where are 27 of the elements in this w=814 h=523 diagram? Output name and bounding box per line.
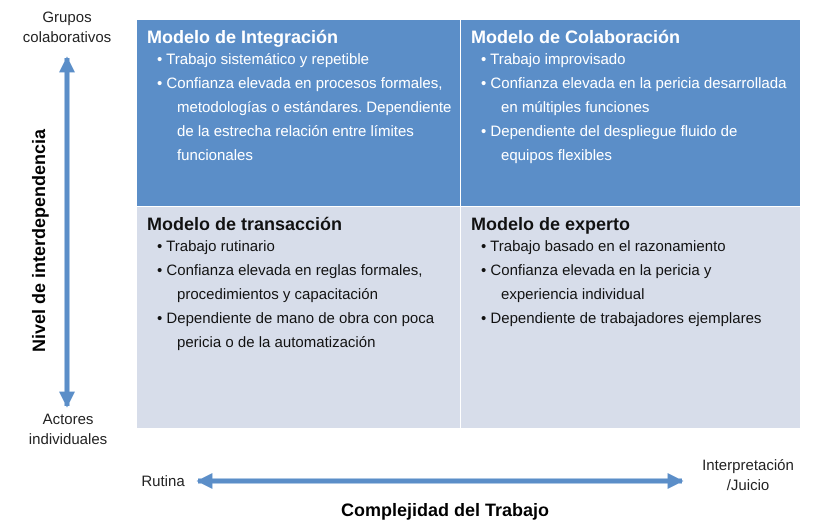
bullet-item: • Confianza elevada en la pericia y experiencia individual xyxy=(480,261,712,305)
bullet-item: • Confianza elevada en reglas formales, procedimientos y capacitación xyxy=(156,261,424,305)
quadrant-panel xyxy=(461,207,800,428)
axis-end-label: Actores individuales xyxy=(14,410,122,456)
bullet-item: • Dependiente de mano de obra con poca pericia o de la automatización xyxy=(156,309,436,353)
quadrant-panel xyxy=(137,207,460,428)
bullet-item: • Trabajo rutinario xyxy=(156,237,276,257)
bullet-item: • Trabajo basado en el razonamiento xyxy=(480,237,727,257)
double-arrow xyxy=(59,56,75,408)
quadrant-heading: Modelo de transacción xyxy=(147,213,344,235)
quadrant-heading: Modelo de Colaboración xyxy=(471,26,682,48)
bullet-item: • Dependiente de trabajadores ejemplares xyxy=(480,309,762,329)
bullet-item: • Confianza elevada en procesos formales, metodologías o estándares. Dependiente de la estrecha relación entre límites funcionales xyxy=(156,74,452,166)
axis-title: Complejidad del Trabajo xyxy=(340,500,550,520)
bullet-item: • Confianza elevada en la pericia desarrollada en múltiples funciones xyxy=(480,74,788,118)
axis-end-label: Rutina xyxy=(130,472,196,494)
axis-end-label: Interpretación /Juicio xyxy=(688,456,808,500)
double-arrow xyxy=(196,473,684,489)
quadrant-panel xyxy=(137,20,460,206)
axis-end-label: Grupos colaborativos xyxy=(8,8,126,56)
quadrant-panel xyxy=(461,20,800,206)
axis-title-vertical: Nivel de interdependencia xyxy=(30,128,50,352)
bullet-item: • Dependiente del despliegue fluido de equipos flexibles xyxy=(480,122,738,166)
bullet-item: • Trabajo improvisado xyxy=(480,50,626,70)
quadrant-heading: Modelo de experto xyxy=(471,213,632,235)
quadrant-heading: Modelo de Integración xyxy=(147,26,340,48)
bullet-item: • Trabajo sistemático y repetible xyxy=(156,50,370,70)
